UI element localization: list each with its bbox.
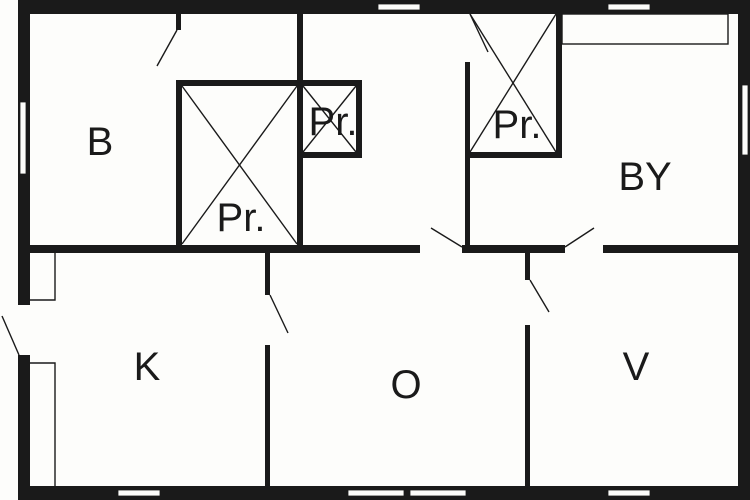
door-swings <box>1 13 595 356</box>
room-label-pr-right: Pr. <box>493 103 542 147</box>
fixtures <box>30 13 729 486</box>
entrance-door-opening <box>18 305 30 355</box>
room-label-pr-small: Pr. <box>309 100 358 144</box>
room-labels: B Pr. Pr. Pr. BY K O V <box>87 100 672 407</box>
room-label-b: B <box>87 120 114 164</box>
room-label-v: V <box>623 345 650 389</box>
room-label-k: K <box>134 345 161 389</box>
windows <box>18 3 749 497</box>
room-label-o: O <box>390 363 421 407</box>
room-label-pr-large: Pr. <box>217 196 266 240</box>
room-label-by: BY <box>618 155 671 199</box>
inner-walls <box>30 14 738 486</box>
